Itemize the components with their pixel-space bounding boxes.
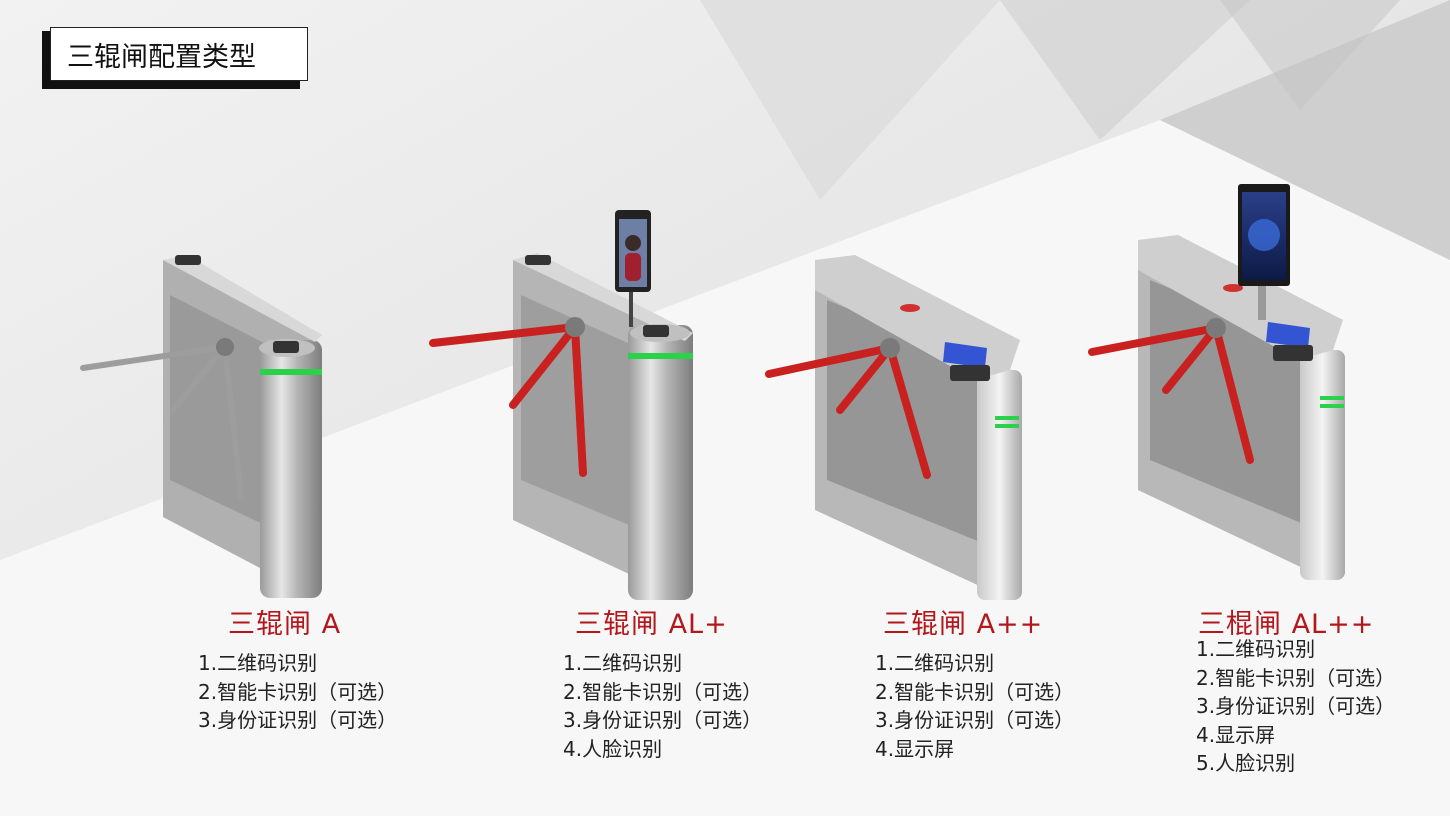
page-title: 三辊闸配置类型 (50, 27, 308, 81)
feature-item: 5.人脸识别 (1196, 751, 1296, 776)
product-name-a: 三辊闸 A (228, 609, 342, 640)
feature-item: 3.身份证识别（可选） (563, 708, 763, 733)
title-badge: 三辊闸配置类型 (42, 27, 310, 89)
feature-item: 1.二维码识别 (1196, 637, 1316, 661)
turnstile-al-plus-plus-image (1088, 184, 1345, 580)
feature-item: 3.身份证识别（可选） (198, 708, 398, 733)
feature-item: 4.人脸识别 (563, 736, 663, 761)
feature-item: 4.显示屏 (875, 736, 955, 761)
feature-item: 2.智能卡识别（可选） (1196, 665, 1396, 690)
feature-item: 2.智能卡识别（可选） (875, 679, 1075, 704)
feature-item: 1.二维码识别 (875, 651, 995, 675)
feature-item: 1.二维码识别 (563, 651, 683, 675)
feature-item: 2.智能卡识别（可选） (563, 679, 763, 704)
feature-list-al-plus: 1.二维码识别 2.智能卡识别（可选） 3.身份证识别（可选） 4.人脸识别 (563, 649, 762, 763)
turnstile-a-plus-plus-image (765, 255, 1022, 600)
feature-list-a-plus-plus: 1.二维码识别 2.智能卡识别（可选） 3.身份证识别（可选） 4.显示屏 (875, 649, 1074, 763)
feature-list-al-plus-plus: 1.二维码识别 2.智能卡识别（可选） 3.身份证识别（可选） 4.显示屏 5.… (1196, 635, 1395, 778)
feature-item: 1.二维码识别 (198, 651, 318, 675)
product-name-al-plus: 三辊闸 AL+ (575, 609, 728, 640)
product-name-a-plus-plus: 三辊闸 A++ (883, 609, 1044, 640)
feature-list-a: 1.二维码识别 2.智能卡识别（可选） 3.身份证识别（可选） (198, 649, 397, 735)
feature-item: 2.智能卡识别（可选） (198, 679, 398, 704)
turnstile-a-image (80, 255, 322, 598)
feature-item: 3.身份证识别（可选） (1196, 694, 1396, 719)
product-name-al-plus-plus: 三棍闸 AL++ (1198, 609, 1375, 640)
feature-item: 4.显示屏 (1196, 722, 1276, 747)
feature-item: 3.身份证识别（可选） (875, 708, 1075, 733)
turnstile-al-plus-image (429, 210, 693, 600)
